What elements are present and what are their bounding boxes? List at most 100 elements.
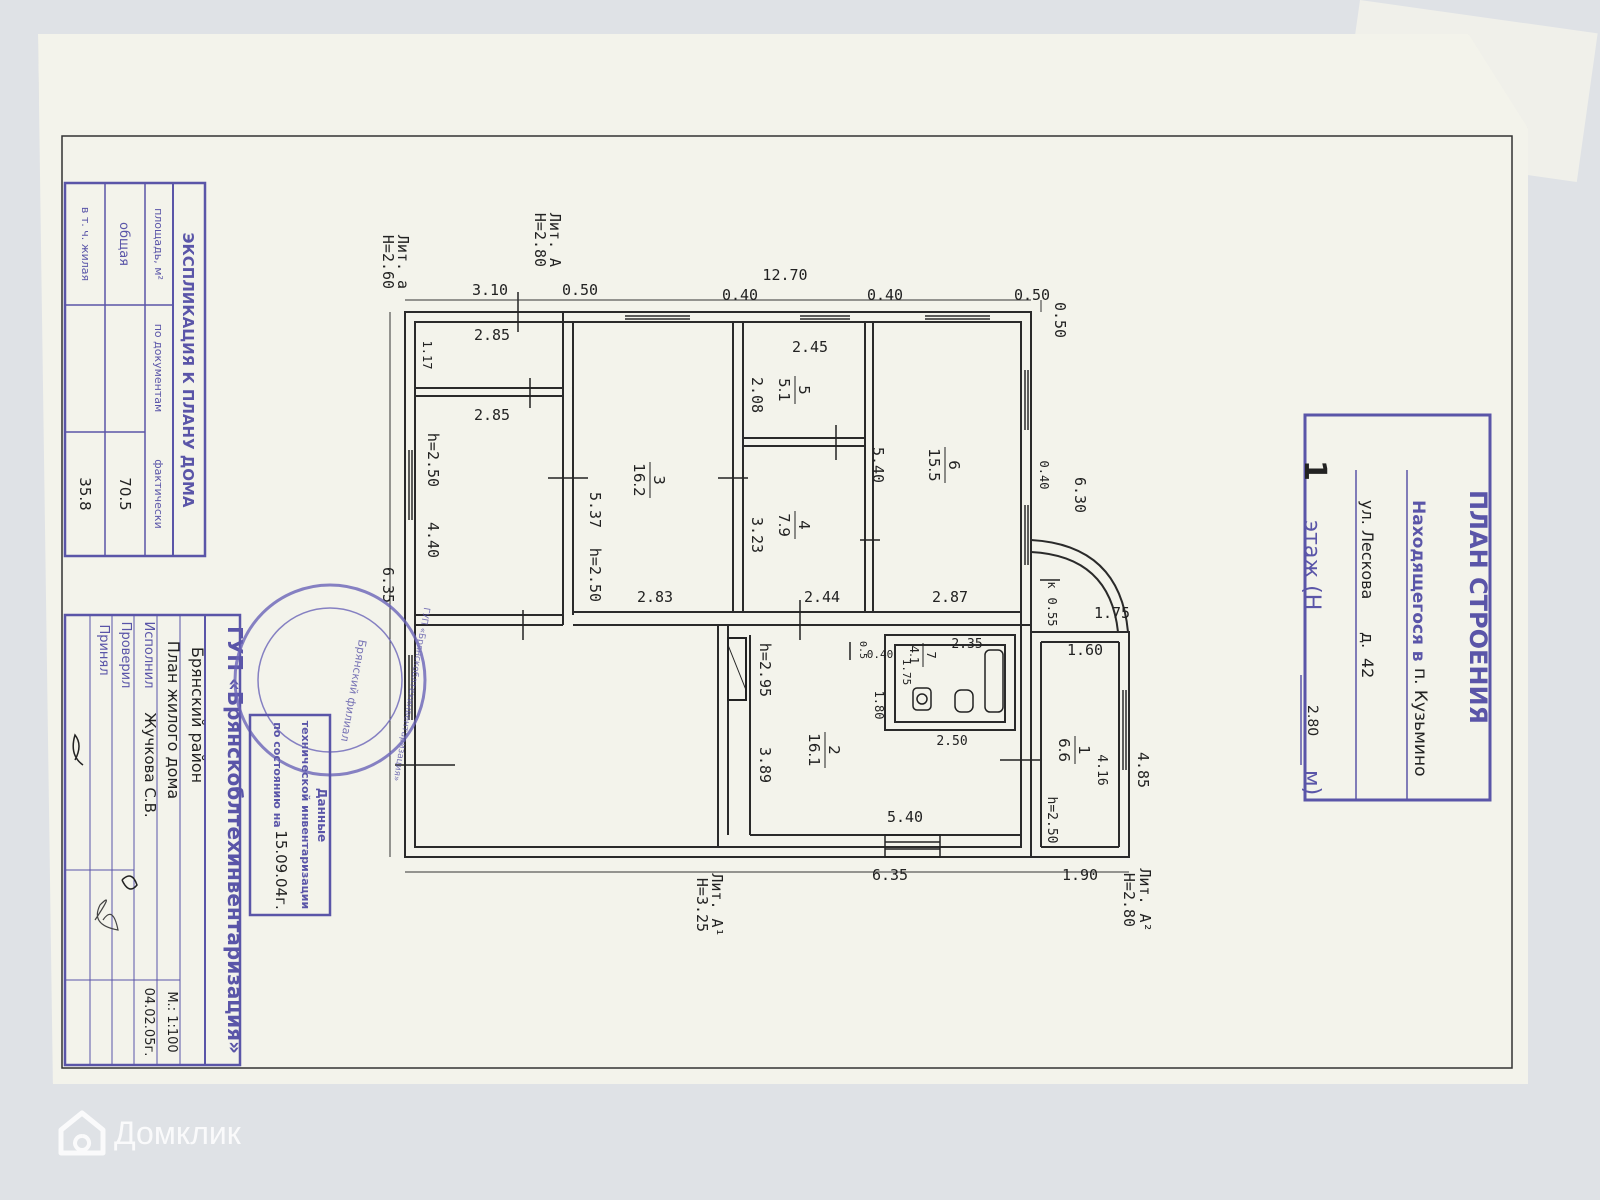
dim-label: h=2.50 xyxy=(424,433,442,487)
dim-label: 4.16 xyxy=(1094,754,1109,785)
district: Брянский район xyxy=(188,647,207,783)
dim-label: 2.45 xyxy=(792,338,828,356)
floor-label: этаж (Н xyxy=(1299,520,1324,610)
dim-total-width: 12.70 xyxy=(762,266,807,284)
location-prefix: Находящегося в xyxy=(1408,500,1428,662)
dim-label: 0.50 xyxy=(562,281,598,299)
inventory-line1: Данные xyxy=(315,788,329,842)
street-value: Лескова xyxy=(1358,530,1377,599)
dim-label: 0.55 xyxy=(1045,598,1059,627)
lit-a-small-height: Н=2.60 xyxy=(379,235,397,289)
area-header: площадь, м² xyxy=(152,208,165,280)
dim-label: 0.40 xyxy=(722,286,758,304)
dim-label: 1.80 xyxy=(872,691,886,720)
floor-unit: м) xyxy=(1299,770,1324,795)
round-stamp-inner: Брянский филиал xyxy=(338,639,369,743)
actual-header: фактически xyxy=(152,459,165,528)
drawing-name: План жилого дома xyxy=(164,641,183,799)
watermark-text: Домклик xyxy=(114,1114,241,1151)
building-walls xyxy=(404,311,1130,858)
room-4-number: 4 xyxy=(795,520,813,530)
sheet-frame xyxy=(61,135,1513,1069)
room-7-area: 4.1 xyxy=(907,645,921,664)
title-stamp: ПЛАН СТРОЕНИЯ Находящегося в п. Кузьмино… xyxy=(1297,413,1492,802)
dim-label: 0.50 xyxy=(1051,302,1069,338)
room-5-area: 5.1 xyxy=(775,378,793,402)
floor-height: 2.80 xyxy=(1304,705,1320,736)
house-prefix: д. xyxy=(1358,632,1377,648)
title-block: ГУП «Брянскоблтехинвентаризация» Брянски… xyxy=(63,613,247,1067)
street-prefix: ул. xyxy=(1358,500,1377,525)
domclick-watermark: Домклик xyxy=(58,1110,241,1156)
explication-table: ЭКСПЛИКАЦИЯ К ПЛАНУ ДОМА площадь, м² по … xyxy=(63,181,207,558)
org-name: ГУП «Брянскоблтехинвентаризация» xyxy=(223,626,247,1054)
lit-labels: Лит. А Н=2.80 Лит. а Н=2.60 Лит. А¹ Н=3.… xyxy=(379,213,1154,937)
title-stamp-frame xyxy=(1303,413,1492,802)
house-logo-icon xyxy=(58,1110,106,1156)
dim-label: 6.35 xyxy=(872,866,908,884)
lit-a1-height: Н=3.25 xyxy=(693,878,711,932)
entrance-steps xyxy=(884,834,941,858)
dim-label: h=2.95 xyxy=(756,643,774,697)
dim-label: 0.40 xyxy=(1037,461,1051,490)
room-3-area: 16.2 xyxy=(630,463,648,496)
dim-label: 5.40 xyxy=(869,447,887,483)
dim-label: h=2.50 xyxy=(586,548,604,602)
lit-a2-height: Н=2.80 xyxy=(1120,873,1138,927)
stove xyxy=(727,637,747,701)
bathroom-fixtures xyxy=(912,649,1004,713)
lit-a-small-label: Лит. а xyxy=(394,235,412,289)
dim-label: 0.50 xyxy=(1014,286,1050,304)
lit-a-height: Н=2.80 xyxy=(531,213,549,267)
inventory-line2: технической инвентаризации xyxy=(299,721,312,909)
accepted-label: Принял xyxy=(96,624,111,675)
lit-a-label: Лит. А xyxy=(546,213,564,267)
house-value: 42 xyxy=(1358,658,1377,678)
dim-label: 1.60 xyxy=(1067,641,1103,659)
signature-checked xyxy=(72,733,84,766)
inventory-date: 15.09.04г. xyxy=(272,830,290,909)
dim-label: 1.75 xyxy=(1094,604,1130,622)
dim-label: 1.90 xyxy=(1062,866,1098,884)
round-stamp: ГУП «Брянскоблтехинвентаризация» Брянски… xyxy=(233,583,431,782)
dim-label: 1.17 xyxy=(420,341,434,370)
total-area-value: 70.5 xyxy=(116,477,134,510)
dim-label: h=2.50 xyxy=(1044,797,1059,844)
dim-label: 2.85 xyxy=(474,326,510,344)
dim-label: 3.89 xyxy=(756,747,774,783)
floor-number: 1 xyxy=(1297,460,1332,481)
room-7-number: 7 xyxy=(924,651,938,659)
scale: М.: 1:100 xyxy=(164,991,179,1052)
door-marks xyxy=(395,292,1060,766)
room-2-number: 2 xyxy=(825,745,843,755)
tracing-paper-sheet xyxy=(38,34,1528,1084)
dimension-labels: 12.70 3.10 0.50 0.40 0.40 0.50 0.50 2.85… xyxy=(379,266,1152,884)
room-labels: 316.2 55.1 47.9 615.5 74.1 216.1 16.6 xyxy=(630,376,1093,768)
executor-name: Жучкова С.В. xyxy=(141,712,159,817)
lit-a2-label: Лит. А² xyxy=(1136,868,1154,931)
room-2-area: 16.1 xyxy=(805,733,823,766)
signature-accepted xyxy=(94,899,119,931)
dim-label: 3.10 xyxy=(472,281,508,299)
dim-label: 5.37 xyxy=(586,492,604,528)
outer-wall-outline xyxy=(404,311,1032,858)
dim-label: 2.08 xyxy=(748,377,766,413)
room-3-number: 3 xyxy=(650,475,668,485)
dim-label: 2.83 xyxy=(637,588,673,606)
dim-label: 1.75 xyxy=(900,659,913,686)
dim-label: к xyxy=(1045,581,1059,589)
dim-label: 2.35 xyxy=(951,637,982,652)
by-docs-header: по документам xyxy=(152,324,165,413)
signature-executor xyxy=(121,875,138,890)
dim-label: 4.85 xyxy=(1134,752,1152,788)
executor-label: Исполнил xyxy=(141,622,156,689)
inventory-line3: по состоянию на xyxy=(271,722,284,827)
dim-label: 6.35 xyxy=(379,567,397,603)
total-area-label: общая xyxy=(116,222,131,266)
windows xyxy=(408,315,1127,770)
room-5-number: 5 xyxy=(795,385,813,395)
dim-label: 5.40 xyxy=(887,808,923,826)
dim-label: 2.44 xyxy=(804,588,840,606)
room-6-number: 6 xyxy=(945,460,963,470)
